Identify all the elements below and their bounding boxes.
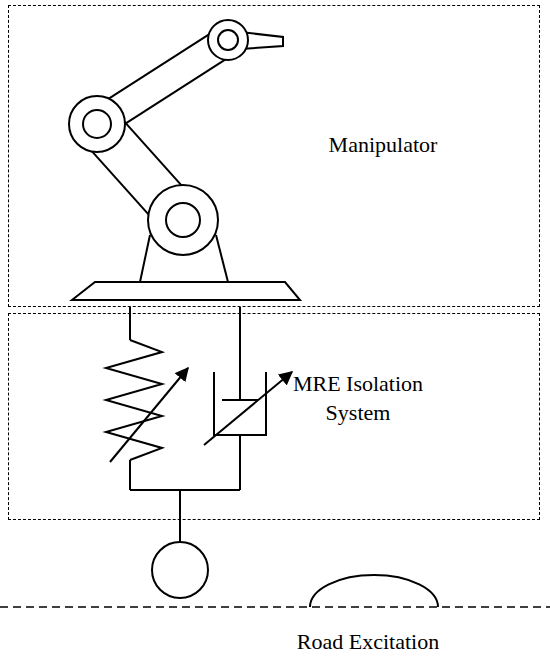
spring-damper-symbol: [106, 307, 292, 542]
road-label: Road Excitation: [258, 628, 478, 657]
region-label: MRE Isolation System: [278, 370, 438, 427]
manipulator-arm: [69, 20, 300, 300]
region-box: Manipulator: [8, 5, 540, 307]
wheel-and-road: [0, 542, 550, 607]
region-label: Manipulator: [303, 131, 463, 160]
region-box: MRE Isolation System: [8, 313, 540, 520]
